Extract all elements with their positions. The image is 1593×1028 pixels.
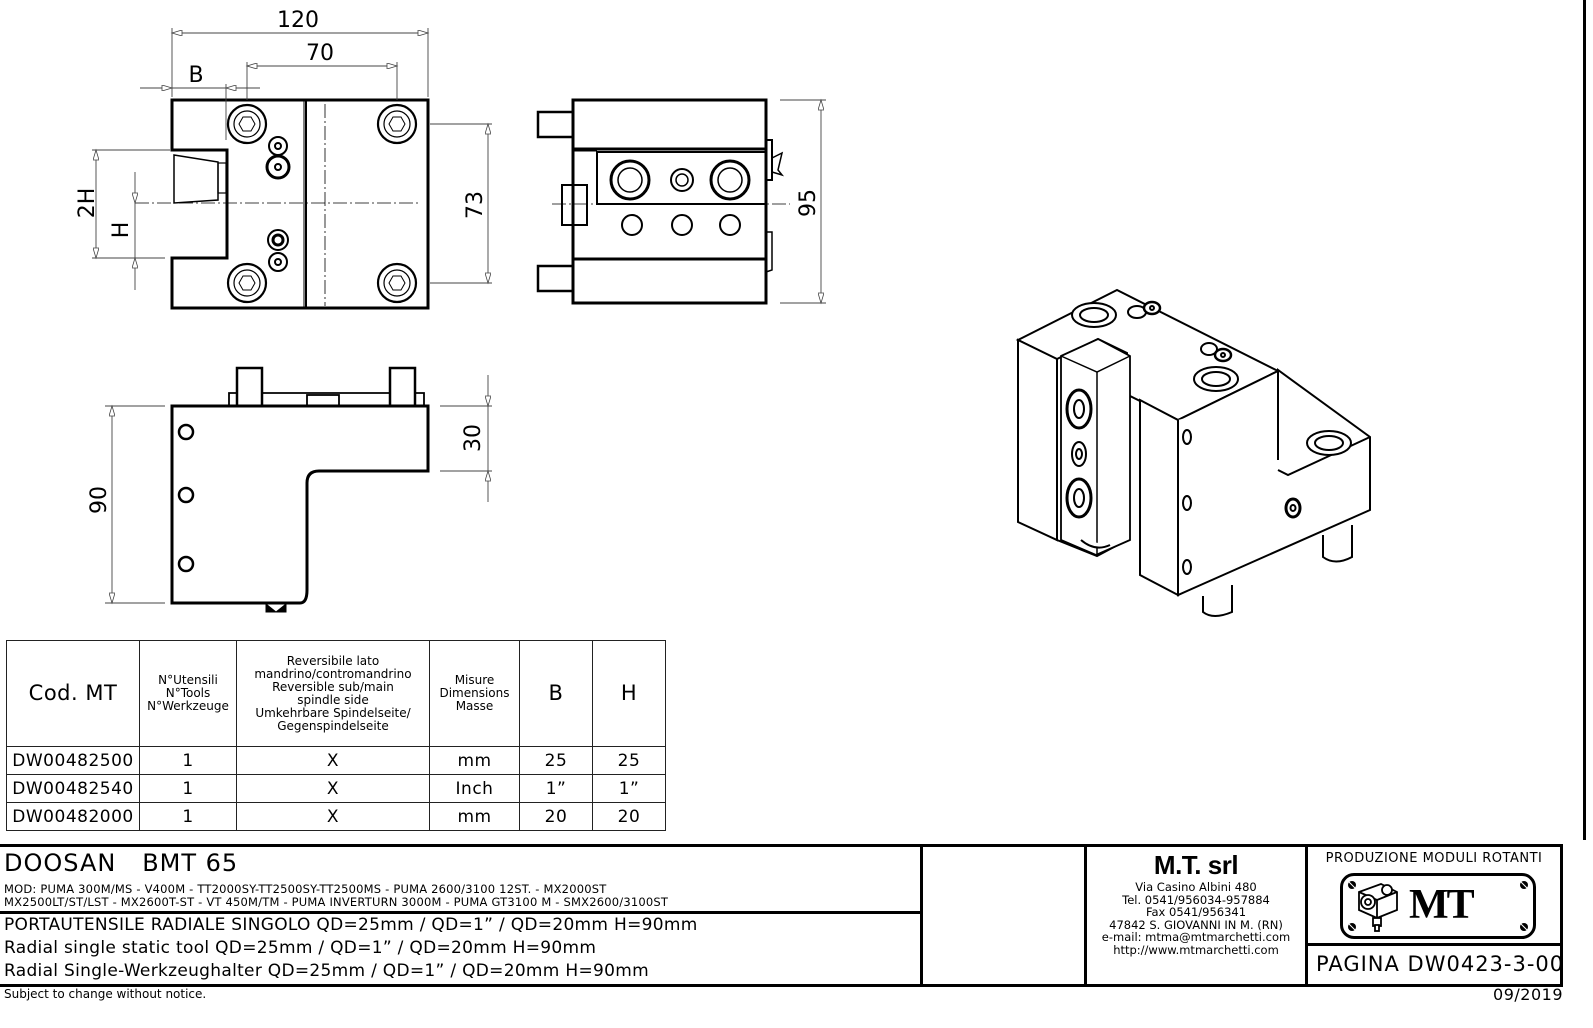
top-view (536, 98, 826, 305)
description-italian: PORTAUTENSILE RADIALE SINGOLO QD=25mm / … (4, 915, 698, 935)
cell-code: DW00482540 (6, 774, 140, 803)
header-reversible: Reversibile lato mandrino/contromandrino… (236, 640, 430, 747)
isometric-view (1015, 288, 1371, 617)
company-fax: Fax 0541/956341 (1145, 905, 1247, 919)
description-german: Radial Single-Werkzeughalter QD=25mm / Q… (4, 961, 649, 981)
header-h: H (592, 640, 666, 747)
technical-drawing: 120 70 B 2H H 73 95 (75, 8, 1371, 617)
rotating-tool-module-icon (1358, 883, 1398, 932)
screw-icon (1520, 881, 1528, 889)
bolt-icon (226, 103, 268, 145)
company-address: Via Casino Albini 480 (1135, 880, 1257, 894)
side-view-outline (170, 404, 430, 605)
machine-name: DOOSAN BMT 65 (4, 849, 239, 877)
cell-units: mm (429, 746, 520, 775)
cell-tools: 1 (139, 774, 237, 803)
side-view (105, 366, 492, 613)
screw-icon (1520, 923, 1528, 931)
table-row: DW00482500 1 X mm 25 25 (6, 746, 666, 775)
bolt-icon (226, 262, 268, 304)
front-view (92, 28, 492, 310)
dim-overall-width: 120 (277, 8, 319, 33)
cell-code: DW00482000 (6, 802, 140, 831)
title-block-description: DOOSAN BMT 65 MOD: PUMA 300M/MS - V400M … (0, 847, 923, 984)
cell-h: 20 (592, 802, 666, 831)
company-tel: Tel. 0541/956034-957884 (1122, 892, 1270, 907)
header-code: Cod. MT (6, 640, 140, 747)
mt-logo: MT (1340, 873, 1536, 939)
logo-panel: PRODUZIONE MODULI ROTANTI MT PAGINA DW04… (1308, 847, 1563, 987)
logo-caption: PRODUZIONE MODULI ROTANTI (1325, 851, 1543, 866)
spec-table: Cod. MT N°Utensili N°Tools N°Werkzeuge R… (6, 640, 666, 831)
title-block: DOOSAN BMT 65 MOD: PUMA 300M/MS - V400M … (0, 844, 1563, 987)
page-number: PAGINA DW0423-3-00 (1316, 952, 1565, 976)
page-number-row: PAGINA DW0423-3-00 (1308, 943, 1563, 987)
logo-mark: MT (1409, 882, 1475, 928)
frame-border (1583, 0, 1586, 840)
disclaimer: Subject to change without notice. (4, 987, 207, 1001)
description-english: Radial single static tool QD=25mm / QD=1… (4, 938, 597, 958)
revision-date: 09/2019 (1493, 985, 1563, 1004)
cell-units: mm (429, 802, 520, 831)
dim-bolt-spacing: 70 (306, 41, 334, 66)
company-email[interactable]: e-mail: mtma@mtmarchetti.com (1101, 930, 1291, 944)
table-row: DW00482540 1 X Inch 1” 1” (6, 774, 666, 803)
spec-table-header: Cod. MT N°Utensili N°Tools N°Werkzeuge R… (6, 640, 666, 747)
header-b: B (519, 640, 593, 747)
cell-b: 1” (519, 774, 593, 803)
bolt-icon (376, 103, 418, 145)
screw-icon (1348, 881, 1356, 889)
cell-b: 20 (519, 802, 593, 831)
company-website[interactable]: http://www.mtmarchetti.com (1113, 942, 1279, 957)
dim-bolt-vertical: 73 (463, 191, 488, 219)
dim-overall-height-side: 90 (87, 486, 112, 514)
dim-step-height: 30 (461, 424, 486, 452)
cell-h: 25 (592, 746, 666, 775)
screw-icon (1348, 923, 1356, 931)
bolt-icon (376, 262, 418, 304)
company-info: M.T. srl Via Casino Albini 480 Tel. 0541… (1087, 847, 1308, 984)
dim-height-2h: 2H (75, 188, 100, 219)
dim-overall-height-top: 95 (796, 189, 821, 217)
dim-offset-b: B (188, 63, 203, 88)
cell-b: 25 (519, 746, 593, 775)
front-view-outline (170, 98, 430, 310)
cell-code: DW00482500 (6, 746, 140, 775)
cell-reversible: X (236, 746, 430, 775)
company-city: 47842 S. GIOVANNI IN M. (RN) (1109, 917, 1283, 932)
compatible-models: MOD: PUMA 300M/MS - V400M - TT2000SY-TT2… (4, 882, 669, 909)
table-row: DW00482000 1 X mm 20 20 (6, 802, 666, 831)
header-dimensions: Misure Dimensions Masse (429, 640, 520, 747)
cell-reversible: X (236, 774, 430, 803)
title-block-blank-cell (923, 847, 1087, 984)
dim-height-h: H (109, 222, 134, 239)
header-tools-count: N°Utensili N°Tools N°Werkzeuge (139, 640, 237, 747)
cell-tools: 1 (139, 746, 237, 775)
cell-reversible: X (236, 802, 430, 831)
cell-units: Inch (429, 774, 520, 803)
cell-h: 1” (592, 774, 666, 803)
cell-tools: 1 (139, 802, 237, 831)
company-name: M.T. srl (1153, 850, 1239, 880)
machine-row: DOOSAN BMT 65 MOD: PUMA 300M/MS - V400M … (0, 847, 920, 914)
